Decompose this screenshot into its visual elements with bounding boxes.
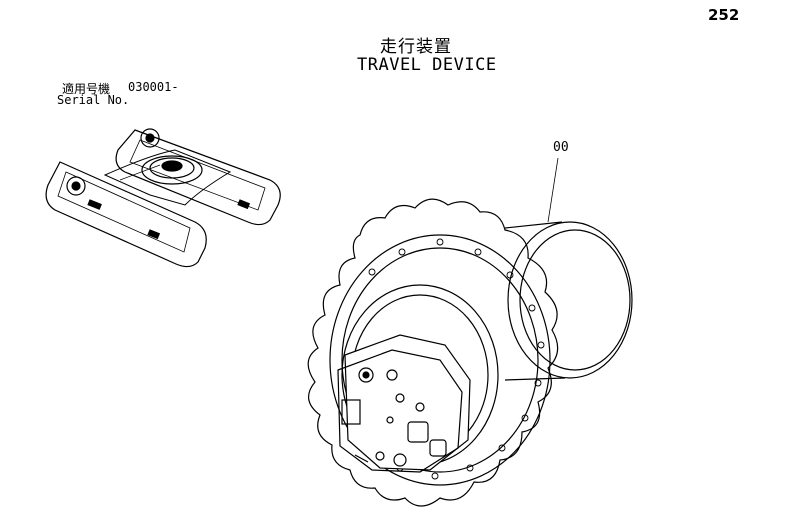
serial-label-english: Serial No. [57,93,130,107]
travel-motor-sprocket-icon [307,198,633,507]
crawler-undercarriage-icon [45,128,281,268]
part-callout-label[interactable]: 00 [553,140,569,155]
page-title-english: TRAVEL DEVICE [357,55,497,75]
page-number: 252 [708,6,740,24]
serial-range: 030001- [128,80,179,94]
page-title-japanese: 走行装置 [380,37,452,57]
serial-label-japanese: 適用号機 [62,82,111,96]
